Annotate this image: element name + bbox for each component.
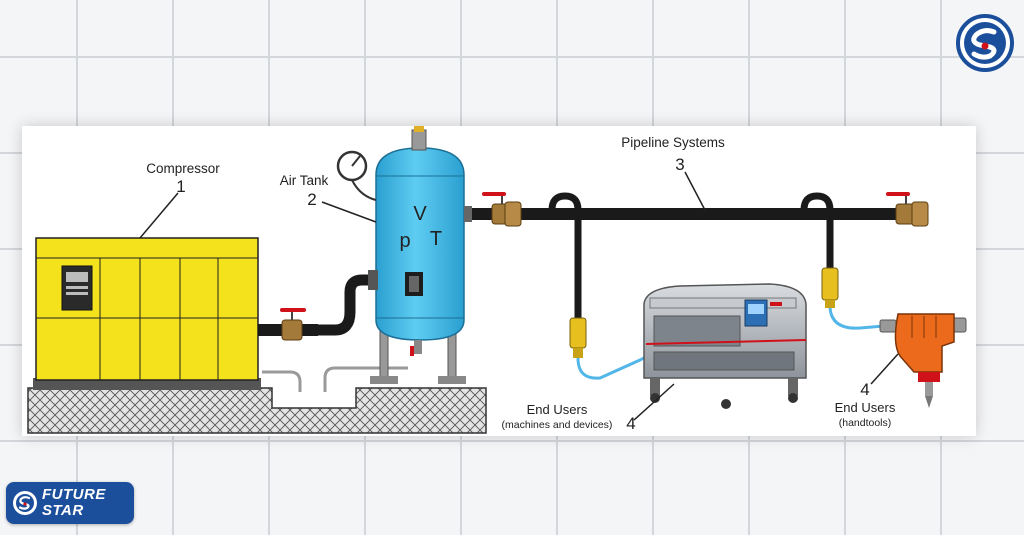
end-users-machines-label: End Users [527, 402, 588, 417]
air-tank-label: Air Tank [280, 173, 329, 188]
air-tank [368, 126, 472, 384]
leader-lines [139, 171, 899, 421]
brand-name-line2: STAR [42, 502, 84, 519]
pipeline-number: 3 [675, 155, 684, 174]
future-star-brand-logo[interactable]: FUTURE STAR [6, 482, 134, 524]
end-users-machines-number: 4 [626, 414, 635, 433]
future-star-emblem-icon[interactable] [956, 14, 1014, 72]
compressor-label: Compressor [146, 161, 220, 176]
pneumatic-handtool-icon [879, 313, 967, 408]
brand-name-line1: FUTURE [42, 486, 106, 503]
brand-emblem-icon [13, 491, 37, 515]
end-users-handtools-label: End Users [835, 400, 896, 415]
industrial-machine [643, 283, 807, 409]
end-users-handtools-detail: (handtools) [839, 417, 892, 429]
foundation [27, 387, 487, 434]
pipeline-end-valve-icon [886, 192, 910, 204]
pipeline-main [472, 201, 929, 227]
air-tank-number: 2 [307, 190, 316, 209]
pressure-gauge-icon [336, 150, 377, 201]
compressor [33, 237, 261, 390]
compressor-outlet-pipe [258, 274, 378, 341]
tank-symbol-p: p [399, 230, 410, 252]
compressor-number: 1 [176, 177, 185, 196]
pipeline-inlet-valve-icon [482, 192, 506, 204]
tank-symbol-t: T [430, 228, 442, 250]
drain-pipes [262, 366, 408, 392]
end-users-machines-detail: (machines and devices) [502, 419, 613, 431]
tank-symbol-v: V [413, 203, 427, 225]
pipeline-label: Pipeline Systems [621, 135, 725, 150]
compressor-valve-icon [280, 308, 306, 320]
end-users-handtools-number: 4 [860, 380, 869, 399]
pipeline-drop-handtools [800, 192, 885, 330]
